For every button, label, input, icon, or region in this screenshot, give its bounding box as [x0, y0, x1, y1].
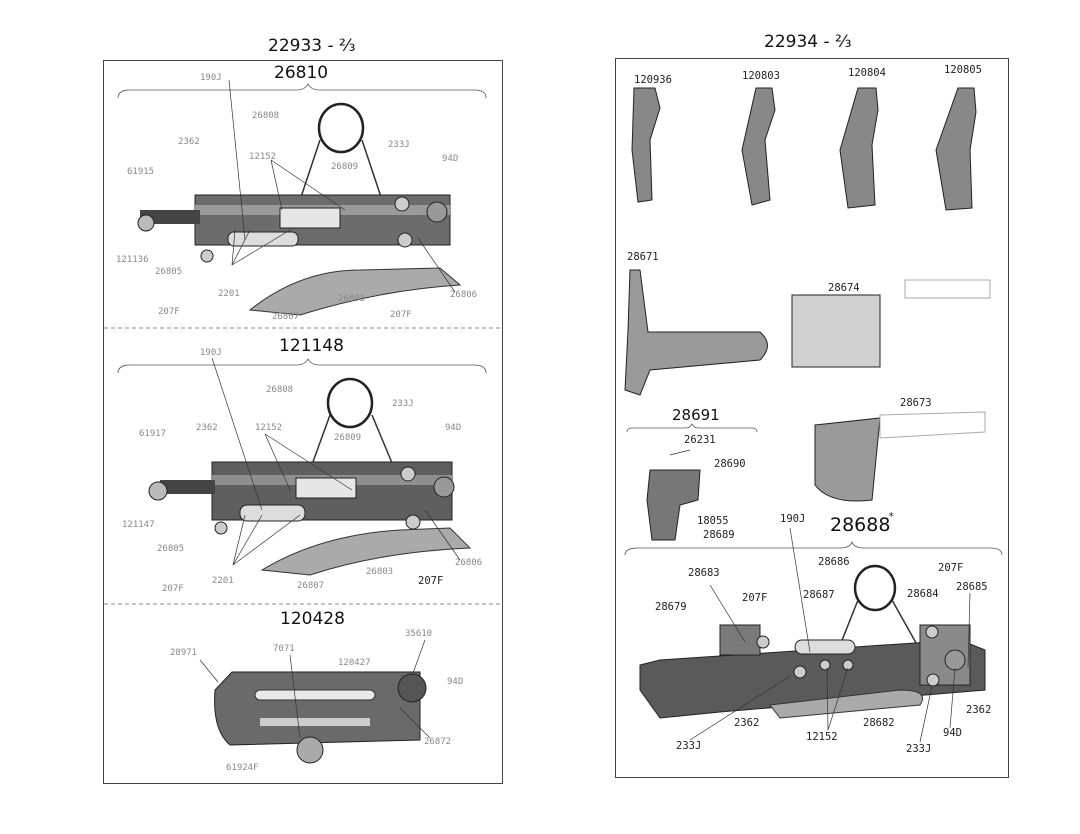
part-label: 12152	[249, 152, 277, 162]
assembly-26810-drawing	[137, 79, 462, 316]
part-label: 26809	[331, 162, 359, 172]
part-label: 28689	[703, 529, 735, 541]
middle-parts-drawing	[624, 269, 991, 502]
part-label: 120803	[742, 70, 780, 82]
part-label: 61917	[139, 429, 167, 439]
part-label: 26803	[366, 567, 394, 577]
part-label: 18055	[697, 515, 729, 527]
part-label: 26806	[455, 558, 483, 568]
part-label: 121136	[116, 255, 149, 265]
section-title-120428: 120428	[280, 609, 345, 629]
part-label: 2362	[178, 137, 200, 147]
part-label: 61915	[127, 167, 155, 177]
part-label: 28683	[688, 567, 720, 579]
part-label: 190J	[780, 513, 806, 525]
part-label: 28673	[900, 397, 932, 409]
part-label: 233J	[388, 140, 410, 150]
part-label: 2201	[218, 289, 240, 299]
part-label: 28971	[170, 648, 198, 658]
part-label: 190J	[200, 348, 222, 358]
subassembly-28691-drawing	[646, 449, 701, 541]
part-label: 26806	[450, 290, 478, 300]
part-label: 207F	[158, 307, 180, 317]
part-label: 2201	[212, 576, 234, 586]
section-title-121148: 121148	[279, 336, 344, 356]
part-label: 233J	[676, 740, 702, 752]
part-label: 28690	[714, 458, 746, 470]
part-label: 26805	[157, 544, 185, 554]
part-label: 28687	[803, 589, 835, 601]
part-label: 207F	[418, 575, 444, 587]
part-label: 26807	[297, 581, 325, 591]
left-plate-frame	[103, 60, 503, 784]
subassembly-title: 28691	[672, 406, 720, 424]
part-label: 207F	[390, 310, 412, 320]
left-page-heading: 22933 - ⅔	[268, 36, 356, 56]
part-label: 28685	[956, 581, 988, 593]
part-label: 2362	[196, 423, 218, 433]
part-label: 28686	[818, 556, 850, 568]
part-label: 2362	[966, 704, 992, 716]
assembly-120428-drawing	[199, 639, 431, 764]
section-title-26810: 26810	[274, 63, 329, 83]
part-label: 94D	[442, 154, 459, 164]
part-label: 120427	[338, 658, 371, 668]
part-label: 35610	[405, 629, 433, 639]
part-label: 26809	[334, 433, 362, 443]
part-label: 7071	[273, 644, 295, 654]
part-label: 121147	[122, 520, 155, 530]
part-label: 120936	[634, 74, 672, 86]
part-label: 207F	[162, 584, 184, 594]
top-parts-drawing	[631, 87, 977, 211]
part-label: 12152	[806, 731, 838, 743]
part-label: 120804	[848, 67, 886, 79]
part-label: 233J	[906, 743, 932, 755]
part-label: 26231	[684, 434, 716, 446]
part-label: 12152	[255, 423, 283, 433]
right-plate-frame	[615, 58, 1009, 778]
part-label: 2362	[734, 717, 760, 729]
part-label: 233J	[392, 399, 414, 409]
part-label: 26808	[266, 385, 294, 395]
part-label: 28679	[655, 601, 687, 613]
part-label: 94D	[943, 727, 962, 739]
part-label: 26872	[424, 737, 452, 747]
part-label: 94D	[445, 423, 462, 433]
part-label: 28684	[907, 588, 939, 600]
right-page-heading: 22934 - ⅔	[764, 32, 852, 52]
assembly-121148-drawing	[148, 357, 472, 576]
part-label: 28682	[863, 717, 895, 729]
assembly-28688-drawing	[639, 527, 986, 743]
part-label: 26807	[272, 312, 300, 322]
part-label: 26805	[155, 267, 183, 277]
part-label: 120805	[944, 64, 982, 76]
part-label: 28671	[627, 251, 659, 263]
part-label: 26808	[252, 111, 280, 121]
part-label: 207F	[742, 592, 768, 604]
part-label: 190J	[200, 73, 222, 83]
part-label: 207F	[938, 562, 964, 574]
part-label: 61924F	[226, 763, 259, 773]
part-label: 94D	[447, 677, 464, 687]
assembly-title: 28688	[830, 514, 891, 536]
asterisk-mark: *	[888, 511, 895, 523]
part-label: 26803	[338, 294, 366, 304]
part-label: 28674	[828, 282, 860, 294]
